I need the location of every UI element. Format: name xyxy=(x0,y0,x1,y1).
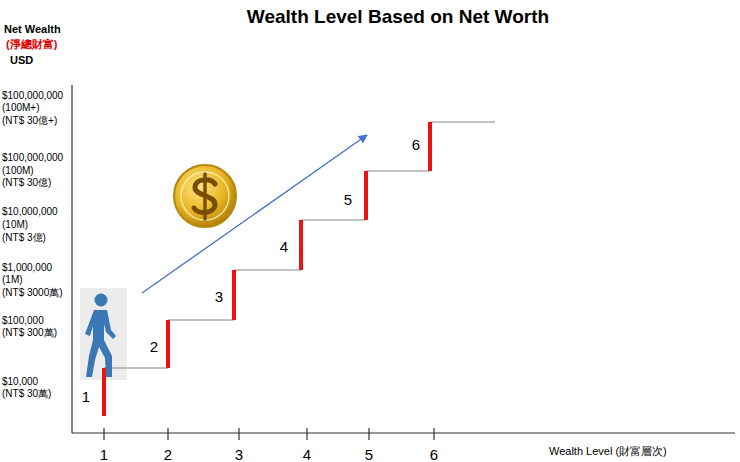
tick-label: (NT$ 30億) xyxy=(2,177,51,189)
step-number: 5 xyxy=(344,191,352,209)
tick-label: (100M) xyxy=(2,165,34,177)
stair-risers xyxy=(104,122,430,416)
step-number: 6 xyxy=(412,136,420,154)
tick-label: $1,000,000 xyxy=(2,262,52,274)
x-tick-label: 5 xyxy=(365,446,373,462)
tick-label: $100,000 xyxy=(2,315,44,327)
tick-label: (NT$ 3000萬) xyxy=(2,287,63,299)
x-tick-label: 2 xyxy=(164,446,172,462)
axis-title: Wealth Level (財富層次) xyxy=(549,445,667,458)
tick-label: (NT$ 3億) xyxy=(2,232,46,244)
tick-label: (10M) xyxy=(2,219,28,231)
x-axis xyxy=(72,432,735,433)
x-tick-label: 1 xyxy=(100,446,108,462)
x-tick-label: 3 xyxy=(235,446,243,462)
step-number: 1 xyxy=(82,388,90,406)
person-icon-ground xyxy=(80,288,127,380)
tick-label: (NT$ 300萬) xyxy=(2,327,57,339)
tick-label: (1M) xyxy=(2,274,23,286)
x-tick-label: 4 xyxy=(303,446,311,462)
x-ticks xyxy=(104,428,434,440)
step-number: 2 xyxy=(150,338,158,356)
tick-label: (NT$ 30億+) xyxy=(2,115,57,127)
chart-title: Wealth Level Based on Net Worth xyxy=(247,6,549,29)
tick-label: $10,000,000 xyxy=(2,206,58,218)
tick-label: $10,000 xyxy=(2,376,38,388)
trend-arrow xyxy=(142,135,367,293)
axis-title: Net Wealth xyxy=(4,23,61,36)
stair-treads xyxy=(104,122,495,368)
y-axis xyxy=(71,85,72,433)
x-tick-label: 6 xyxy=(430,446,438,462)
dollar-coin-icon xyxy=(174,165,236,227)
axis-title: USD xyxy=(10,54,33,67)
tick-label: $100,000,000 xyxy=(2,152,63,164)
tick-label: $100,000,000 xyxy=(2,90,63,102)
step-number: 4 xyxy=(280,238,288,256)
step-number: 3 xyxy=(215,288,223,306)
axis-title: (淨總財富) xyxy=(6,38,57,51)
tick-label: (100M+) xyxy=(2,102,40,114)
walking-person-icon xyxy=(85,294,116,378)
tick-label: (NT$ 30萬) xyxy=(2,388,51,400)
